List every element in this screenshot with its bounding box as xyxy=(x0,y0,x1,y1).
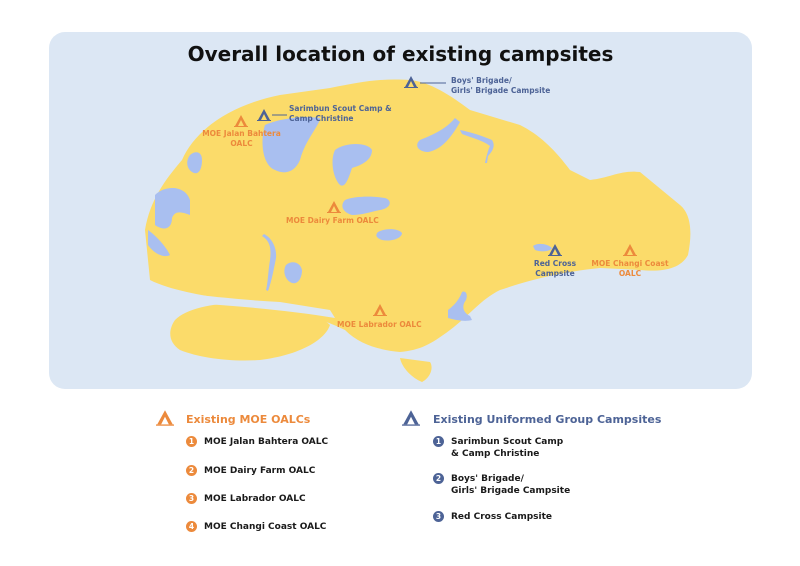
reservoir xyxy=(187,152,202,174)
reservoir xyxy=(448,291,472,321)
river xyxy=(460,130,494,163)
tent-icon[interactable] xyxy=(327,201,341,213)
label-jalan-bahtera: MOE Jalan Bahtera OALC xyxy=(202,129,281,148)
label-sarimbun: Sarimbun Scout Camp & Camp Christine xyxy=(289,104,392,123)
reservoir xyxy=(262,117,320,173)
reservoir xyxy=(376,229,402,241)
tent-icon[interactable] xyxy=(257,109,271,121)
island-map xyxy=(145,79,691,382)
reservoir xyxy=(284,262,302,284)
map-title: Overall location of existing campsites xyxy=(187,42,614,66)
reservoir xyxy=(342,196,390,215)
legend-ug-heading: Existing Uniformed Group Campsites xyxy=(433,413,662,426)
label-dairy-farm: MOE Dairy Farm OALC xyxy=(286,216,379,225)
reservoir xyxy=(533,243,552,252)
tent-icon[interactable] xyxy=(404,76,418,88)
sentosa-island xyxy=(170,303,330,361)
tent-icon xyxy=(402,410,420,426)
reservoir xyxy=(155,188,190,229)
label-red-cross: Red Cross Campsite xyxy=(533,259,577,278)
legend-moe-heading: Existing MOE OALCs xyxy=(186,413,311,426)
tent-icon xyxy=(156,410,174,426)
label-changi-coast: MOE Changi Coast OALC xyxy=(591,259,669,278)
river xyxy=(262,234,277,291)
map-panel: Overall location of existing campsites M… xyxy=(49,32,752,389)
label-boys-brigade: Boys' Brigade/ Girls' Brigade Campsite xyxy=(451,76,551,95)
tent-icon[interactable] xyxy=(373,304,387,316)
tent-icon[interactable] xyxy=(623,244,637,256)
tent-icon[interactable] xyxy=(548,244,562,256)
reservoir xyxy=(332,144,372,186)
tent-icon[interactable] xyxy=(234,115,248,127)
reservoir xyxy=(148,230,170,257)
label-labrador: MOE Labrador OALC xyxy=(337,320,422,329)
reservoir xyxy=(417,118,460,152)
ubin-small-island xyxy=(400,358,432,382)
